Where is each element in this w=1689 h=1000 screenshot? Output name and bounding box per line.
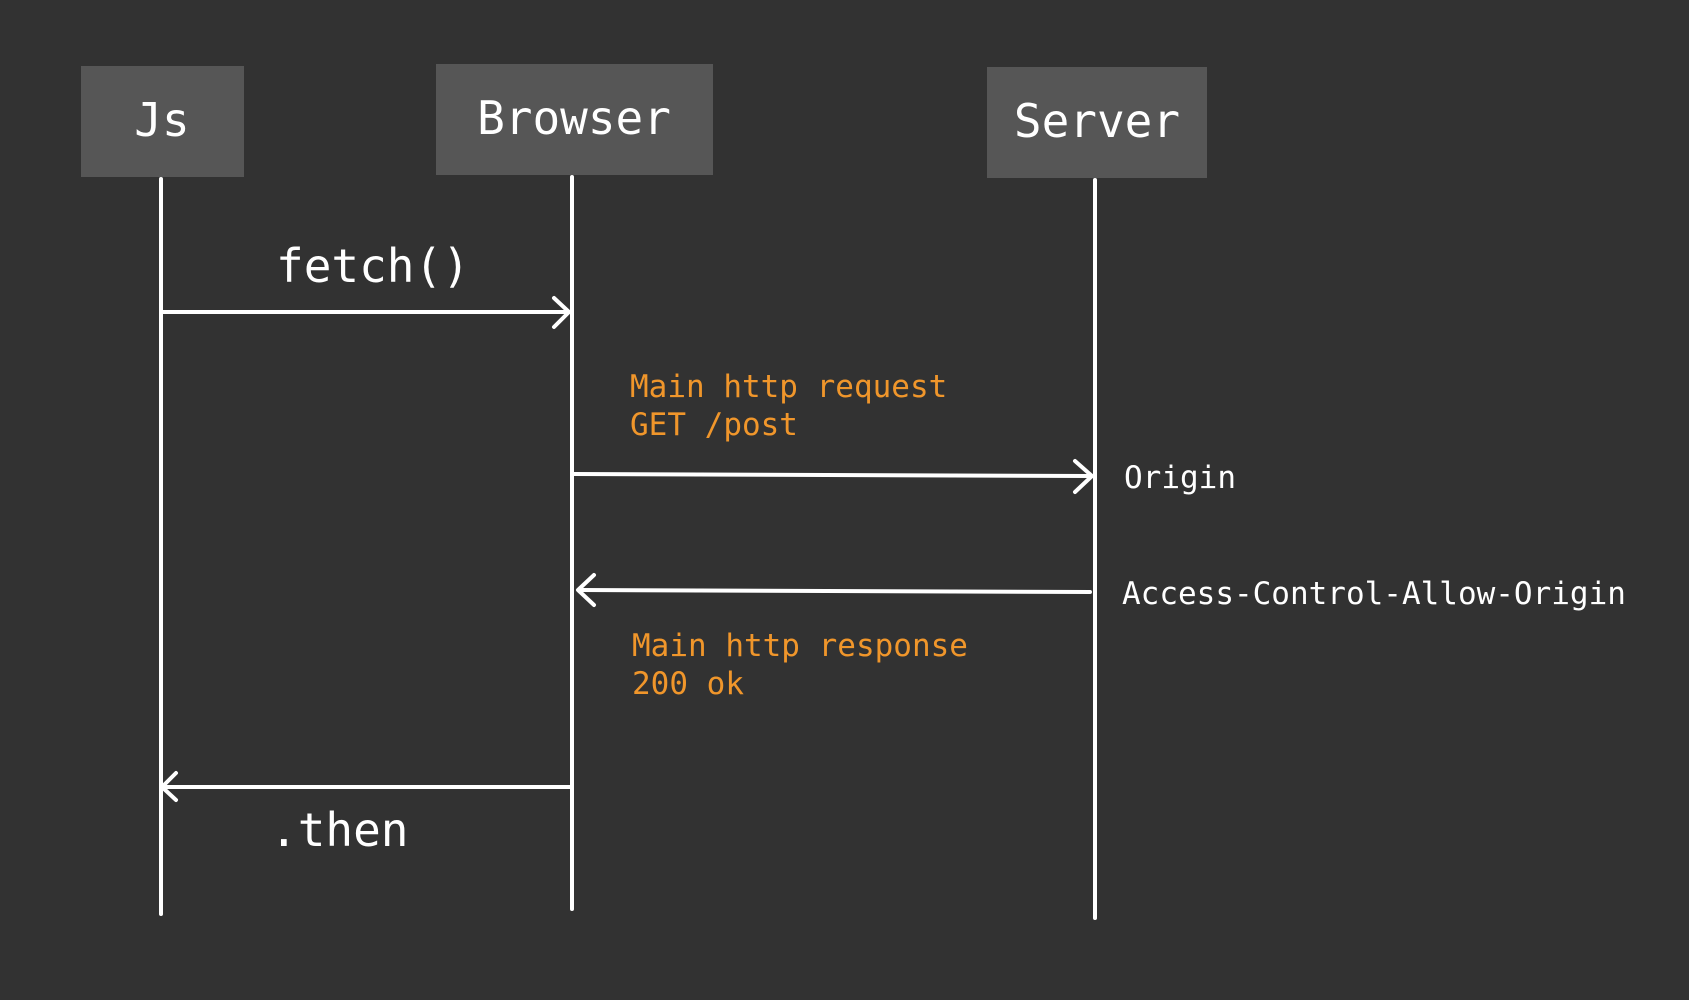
request-arrow-line — [572, 472, 1092, 478]
fetch-label: fetch() — [276, 239, 470, 293]
actor-js-box — [81, 66, 244, 177]
request-header-origin: Origin — [1124, 460, 1236, 496]
actor-browser-box — [436, 64, 713, 175]
response-note-line2: 200 ok — [632, 666, 744, 702]
message-then: .then — [160, 771, 572, 857]
response-note-line1: Main http response — [632, 628, 968, 664]
message-fetch: fetch() — [159, 239, 571, 329]
then-label: .then — [270, 803, 408, 857]
actor-server: Server — [987, 67, 1207, 178]
arrow-left-icon — [160, 771, 178, 802]
request-note-line1: Main http request — [630, 369, 947, 405]
actor-server-box — [987, 67, 1207, 178]
request-note-line2: GET /post — [630, 407, 798, 443]
message-request: Main http request GET /post Origin — [572, 369, 1236, 496]
actor-browser: Browser — [436, 64, 713, 175]
message-response: Access-Control-Allow-Origin Main http re… — [576, 573, 1626, 702]
actor-js: Js — [81, 66, 244, 177]
arrow-right-icon — [1073, 459, 1094, 494]
response-arrow-line — [578, 588, 1092, 594]
arrow-left-icon — [576, 573, 596, 607]
response-header-acao: Access-Control-Allow-Origin — [1122, 576, 1626, 612]
actor-server-label: Server — [1014, 94, 1180, 148]
actor-js-label: Js — [134, 93, 189, 147]
arrow-right-icon — [552, 296, 571, 329]
actor-browser-label: Browser — [477, 91, 671, 145]
